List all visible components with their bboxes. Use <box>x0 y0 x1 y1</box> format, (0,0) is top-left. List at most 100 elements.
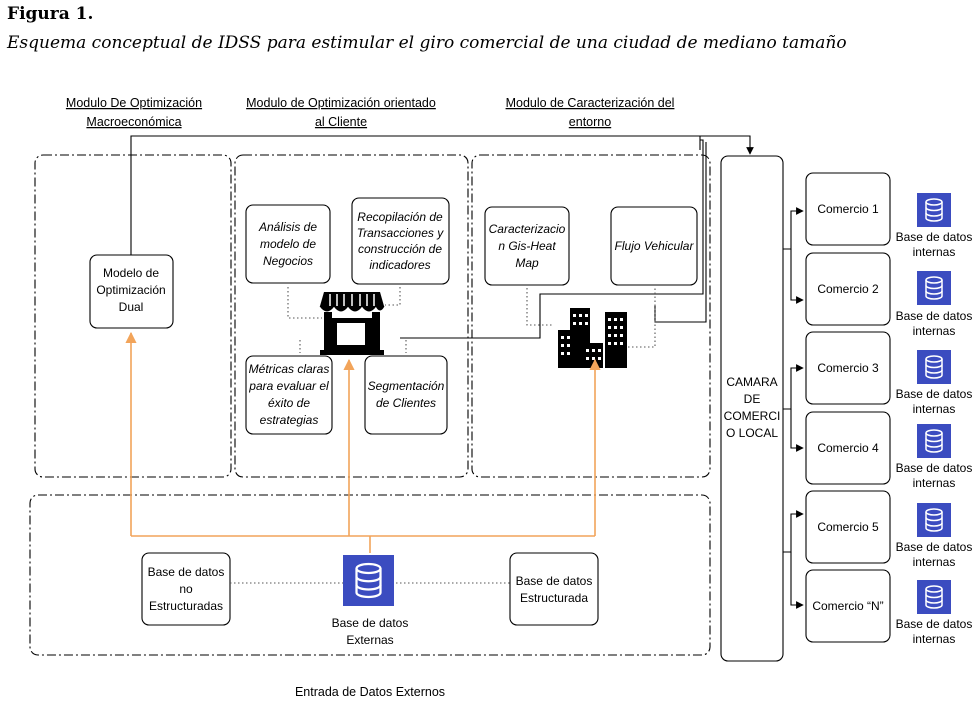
bd-internas-label-n: Base de datos internas <box>896 617 973 646</box>
figure-caption: Esquema conceptual de IDSS para estimula… <box>7 33 847 53</box>
svg-text:Optimización: Optimización <box>96 283 165 297</box>
svg-text:Base de datos: Base de datos <box>896 230 973 244</box>
bd-internas-label-2: Base de datos internas <box>896 309 973 338</box>
svg-text:construcción de: construcción de <box>358 242 442 256</box>
caracterizacion-gis-box <box>484 206 570 286</box>
bd-internas-label-5: Base de datos internas <box>896 540 973 569</box>
svg-text:Macroeconómica: Macroeconómica <box>86 115 181 129</box>
svg-text:al Cliente: al Cliente <box>315 115 367 129</box>
bd-externas-label: Base de datos Externas <box>332 616 409 647</box>
bd-no-estructuradas-box <box>141 552 231 626</box>
comercio-5-label: Comercio 5 <box>817 520 879 534</box>
macro-module-container <box>34 154 232 478</box>
dotted-connector <box>628 288 656 348</box>
svg-text:entorno: entorno <box>569 115 611 129</box>
comercio-n-label: Comercio “N” <box>812 599 883 613</box>
database-icon <box>341 553 396 608</box>
recopilacion-transacciones-label: Recopilación de Transacciones y construc… <box>357 210 444 272</box>
modelo-optimizacion-dual-box <box>89 254 174 329</box>
city-buildings-icon <box>558 308 627 368</box>
svg-text:Base de datos: Base de datos <box>896 387 973 401</box>
bd-internas-label-3: Base de datos internas <box>896 387 973 416</box>
bd-internas-label-1: Base de datos internas <box>896 230 973 259</box>
comercio-2-label: Comercio 2 <box>817 282 879 296</box>
database-icon <box>916 423 952 459</box>
svg-text:n Gis-Heat: n Gis-Heat <box>498 239 556 253</box>
comercio-4-label: Comercio 4 <box>817 441 879 455</box>
analisis-modelo-negocios-box <box>245 204 331 284</box>
svg-text:indicadores: indicadores <box>369 258 430 272</box>
macro-feedback-line <box>130 135 701 255</box>
svg-text:Map: Map <box>515 256 539 270</box>
database-icon <box>916 349 952 385</box>
svg-text:de Clientes: de Clientes <box>376 396 436 410</box>
segmentacion-clientes-label: Segmentación de Clientes <box>368 379 445 410</box>
database-icon <box>916 579 952 615</box>
svg-text:DE: DE <box>744 392 761 406</box>
svg-text:Base de datos: Base de datos <box>332 616 409 630</box>
svg-text:Externas: Externas <box>346 633 393 647</box>
comercio-4-box <box>805 411 891 485</box>
comercio-1-box <box>805 172 891 246</box>
bd-no-estructuradas-label: Base de datos no Estructuradas <box>148 565 225 613</box>
dotted-connector <box>287 287 322 319</box>
svg-text:internas: internas <box>913 402 956 416</box>
database-icon <box>916 502 952 538</box>
macro-module-title: Modulo De Optimización Macroeconómica <box>66 96 202 129</box>
svg-text:COMERCI: COMERCI <box>724 409 781 423</box>
svg-text:Modelo de: Modelo de <box>103 266 159 280</box>
dotted-connector <box>385 287 401 306</box>
svg-text:Modulo de Caracterización del: Modulo de Caracterización del <box>506 96 675 110</box>
svg-text:Modulo de Optimización orienta: Modulo de Optimización orientado <box>246 96 436 110</box>
svg-text:Base de datos: Base de datos <box>896 461 973 475</box>
connector-comercio-2 <box>790 249 804 304</box>
svg-text:Estructuradas: Estructuradas <box>149 599 223 613</box>
environment-module-title: Modulo de Caracterización del entorno <box>506 96 675 129</box>
comercio-5-box <box>805 490 891 564</box>
svg-text:Análisis de: Análisis de <box>258 220 317 234</box>
svg-text:internas: internas <box>913 245 956 259</box>
analisis-modelo-negocios-label: Análisis de modelo de Negocios <box>258 220 317 268</box>
database-icon <box>916 270 952 306</box>
svg-text:Base de datos: Base de datos <box>148 565 225 579</box>
svg-text:Caracterizacio: Caracterizacio <box>489 222 566 236</box>
client-module-title: Modulo de Optimización orientado al Clie… <box>246 96 436 129</box>
svg-text:Base de datos: Base de datos <box>896 540 973 554</box>
recopilacion-transacciones-box <box>351 197 450 285</box>
database-icon <box>916 192 952 228</box>
svg-text:CAMARA: CAMARA <box>726 375 777 389</box>
entrada-datos-externos-label: Entrada de Datos Externos <box>295 685 445 699</box>
svg-text:Métricas claras: Métricas claras <box>249 362 330 376</box>
svg-text:O LOCAL: O LOCAL <box>726 426 778 440</box>
connector-comercio-1 <box>783 207 804 250</box>
bd-estructurada-box <box>509 552 599 626</box>
to-camara-arrow <box>700 135 754 155</box>
camara-comercio-label: CAMARA DE COMERCI O LOCAL <box>724 375 781 440</box>
comercio-n-box <box>805 569 891 643</box>
figure-label: Figura 1. <box>7 4 94 24</box>
client-feedback-line <box>400 139 704 339</box>
svg-text:internas: internas <box>913 324 956 338</box>
storefront-icon <box>319 292 385 355</box>
svg-text:Estructurada: Estructurada <box>520 591 588 605</box>
comercio-3-box <box>805 331 891 405</box>
svg-text:modelo de: modelo de <box>260 237 316 251</box>
svg-text:Negocios: Negocios <box>263 254 313 268</box>
svg-text:para evaluar el: para evaluar el <box>248 379 329 393</box>
metricas-claras-box <box>245 355 333 435</box>
svg-text:Transacciones y: Transacciones y <box>357 226 444 240</box>
bd-internas-label-4: Base de datos internas <box>896 461 973 490</box>
svg-text:no: no <box>179 582 193 596</box>
caracterizacion-gis-label: Caracterizacio n Gis-Heat Map <box>489 222 566 270</box>
connector-comercio-3 <box>783 364 804 410</box>
environment-module-container <box>471 154 711 478</box>
flujo-vehicular-label: Flujo Vehicular <box>615 239 695 253</box>
bd-estructurada-label: Base de datos Estructurada <box>516 574 593 605</box>
svg-text:Base de datos: Base de datos <box>896 309 973 323</box>
connector-comercio-5 <box>783 510 804 553</box>
client-module-container <box>234 154 469 478</box>
dotted-connector <box>526 288 552 326</box>
svg-text:Base de datos: Base de datos <box>896 617 973 631</box>
segmentacion-clientes-box <box>364 355 448 435</box>
